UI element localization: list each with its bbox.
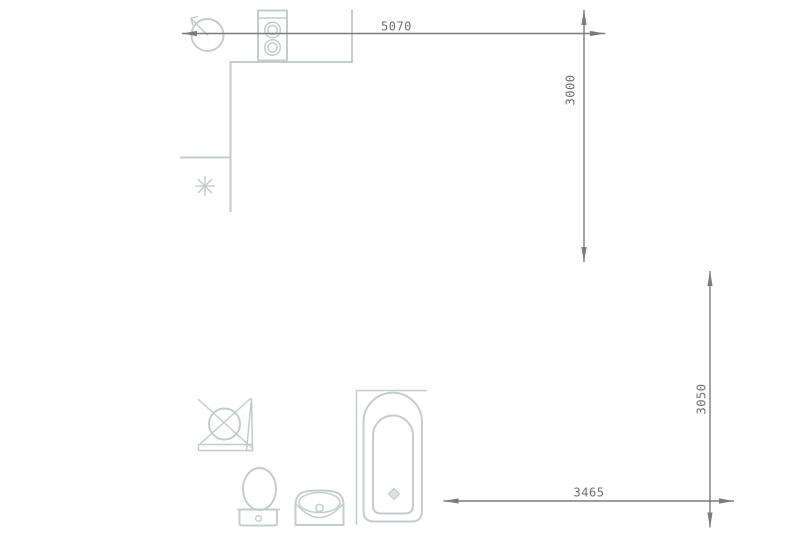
dimension-label: 5070 [381,20,412,34]
arrow-down-icon [581,247,587,262]
basin-bowl [298,491,341,514]
basin-tap-hole [315,503,324,513]
arrow-up-icon [581,10,587,25]
wall-bathtub-niche [355,389,427,525]
dimension-right-lower-height[interactable]: 3050 [695,271,713,528]
shower-drain-circle [208,407,241,441]
stove[interactable] [257,9,288,62]
stove-burner-icon [263,21,282,39]
arrow-right-icon [719,498,734,504]
shower-side-panel [245,398,254,452]
wash-basin[interactable] [294,489,345,526]
shower-cross-line [197,398,253,449]
shower-cross-line [197,397,252,447]
toilet-flush-button [254,514,263,523]
dimension-label: 3000 [564,75,578,106]
round-sink-tap-tick [190,15,199,20]
arrow-down-icon [707,512,713,528]
arrow-up-icon [707,271,713,286]
shower-tray[interactable] [197,397,254,452]
ceiling-light-icon[interactable] [195,176,215,196]
walls[interactable] [180,10,427,525]
toilet[interactable] [236,467,281,527]
dimension-label: 3465 [574,486,605,500]
basin-front-arc [295,503,344,519]
arrow-right-icon [590,30,605,37]
basin-outline [294,489,345,526]
stove-burner-icon [267,42,278,53]
toilet-bowl [242,467,277,511]
stove-burner-icon [263,38,282,57]
stove-burner-icon [267,24,278,36]
round-sink-tap-tick [190,17,194,26]
wall-top-left [229,10,353,212]
dimension-top-width[interactable]: 5070 [182,20,605,37]
bathtub-drain-icon [387,487,401,501]
light-ray [197,178,213,194]
stove-body [257,9,288,62]
arrow-left-icon [182,30,197,37]
dimension-bottom-width[interactable]: 3465 [443,486,735,504]
toilet-cistern [238,508,278,527]
round-sink-tap-line [189,17,209,37]
bathtub-rim [362,391,423,523]
dimension-label: 3050 [695,384,709,415]
dimension-right-upper-height[interactable]: 3000 [564,10,587,262]
bathtub[interactable] [362,391,423,523]
arrow-left-icon [443,498,459,504]
shower-tray-front-edge [197,443,254,452]
bathtub-basin [372,414,414,515]
